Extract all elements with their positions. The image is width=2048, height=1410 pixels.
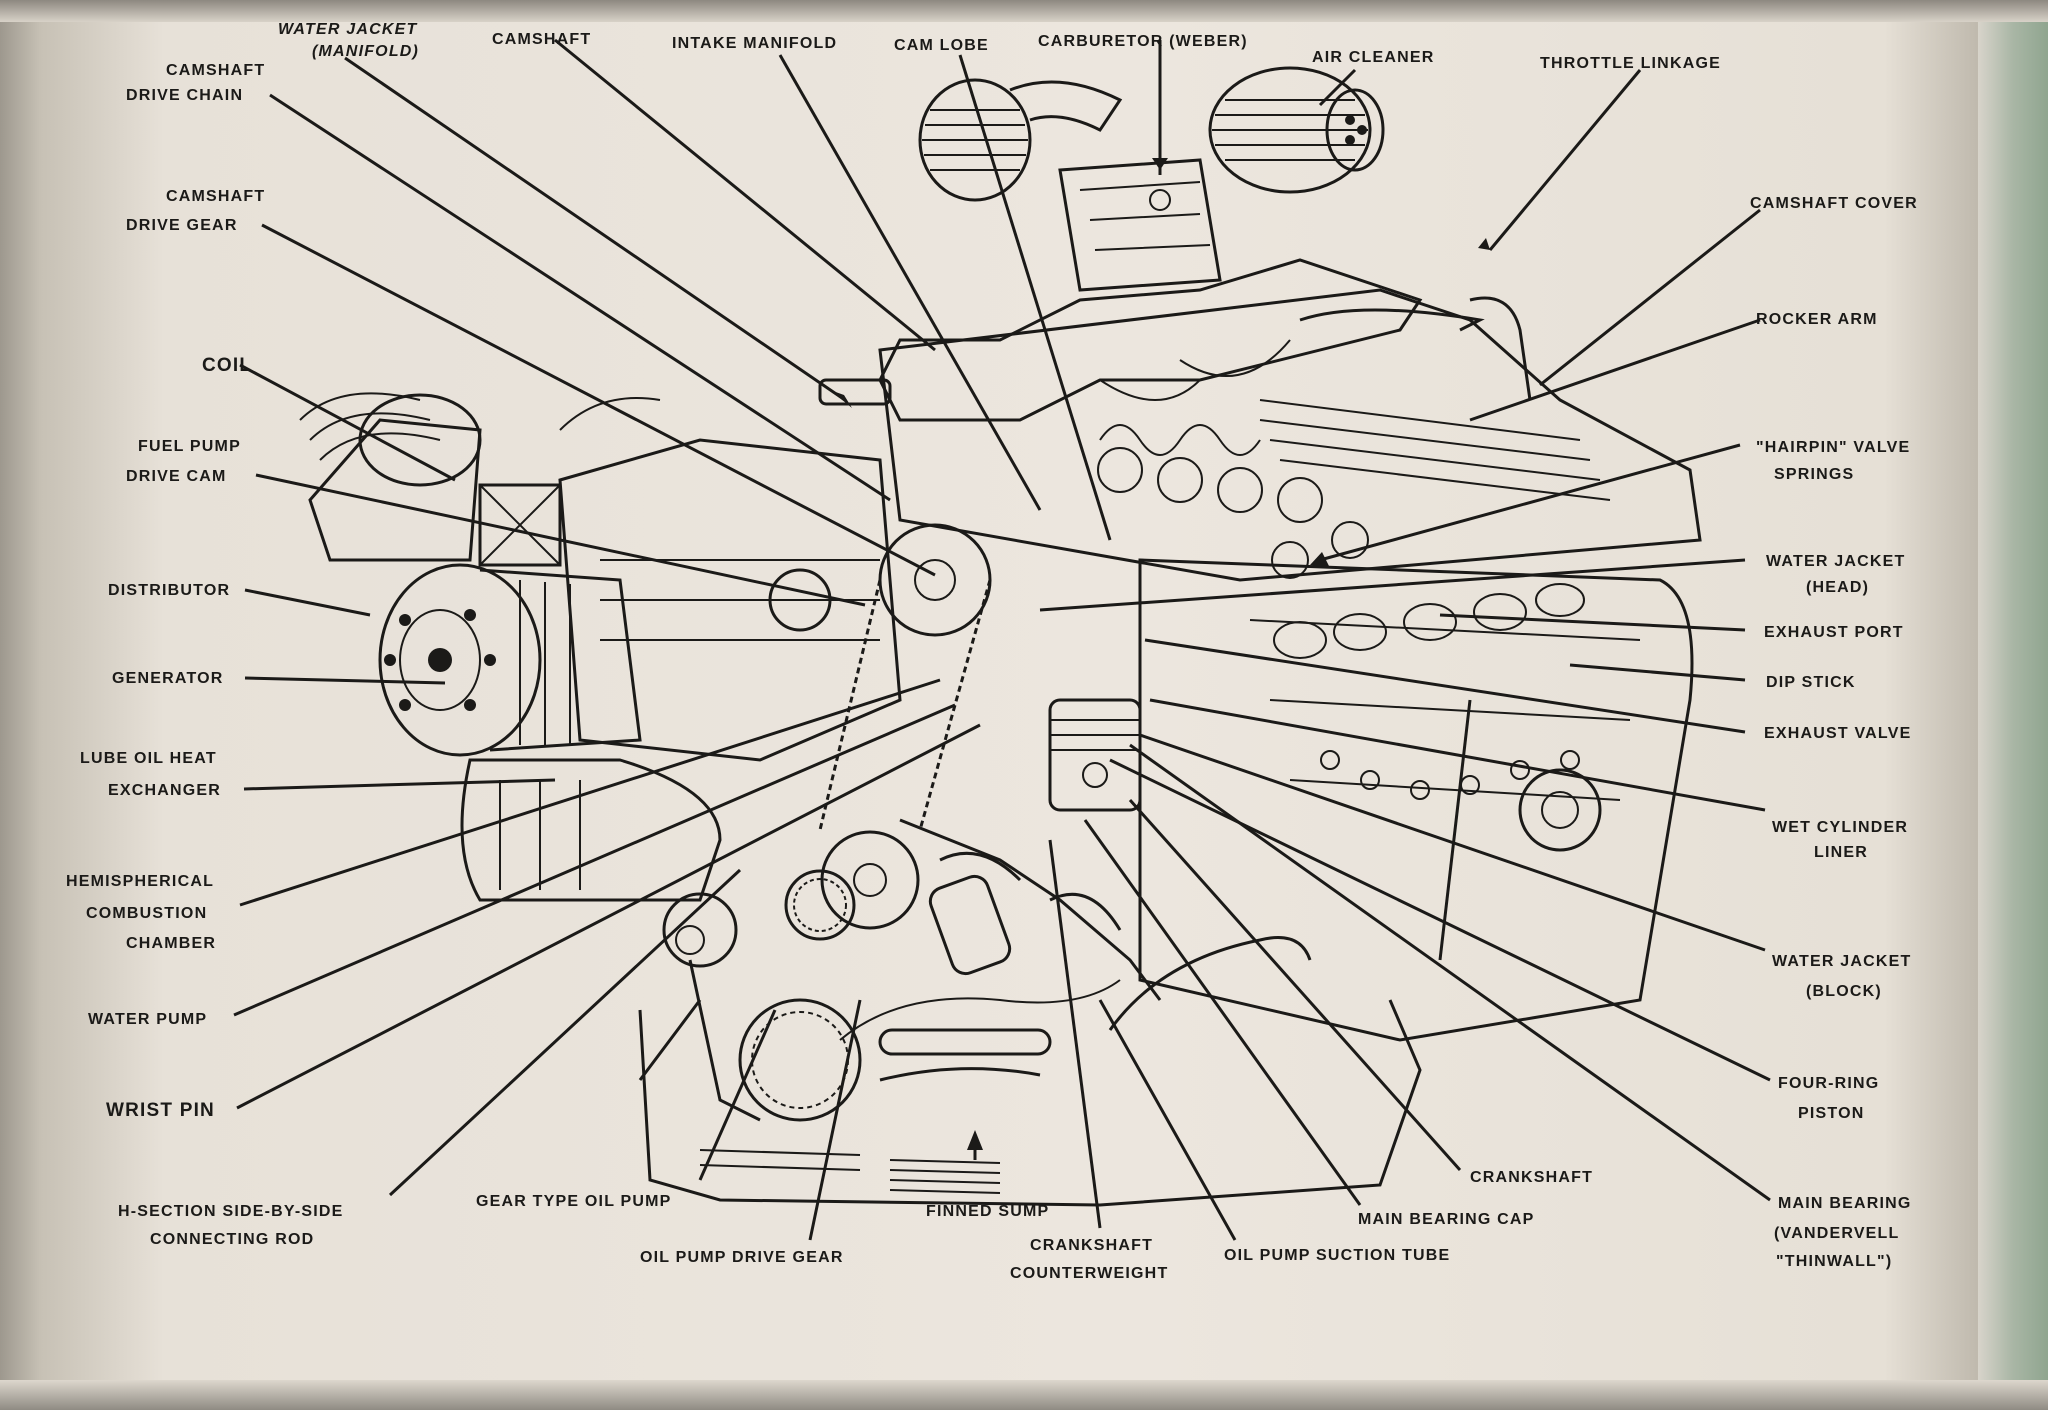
label-hairpin-1: "HAIRPIN" VALVE bbox=[1756, 439, 1910, 456]
sump-fins bbox=[699, 1149, 1001, 1194]
label-oil-pump-drive-gear: OIL PUMP DRIVE GEAR bbox=[640, 1249, 844, 1266]
heat-exchanger bbox=[460, 758, 722, 902]
label-crankshaft-counterweight-1: CRANKSHAFT bbox=[1030, 1237, 1153, 1254]
label-main-bearing-cap: MAIN BEARING CAP bbox=[1358, 1211, 1535, 1228]
label-finned-sump: FINNED SUMP bbox=[926, 1203, 1049, 1220]
label-wet-cylinder-liner-1: WET CYLINDER bbox=[1772, 819, 1908, 836]
label-intake-manifold: INTAKE MANIFOLD bbox=[672, 35, 837, 52]
label-lube-oil-2: EXCHANGER bbox=[108, 782, 221, 799]
label-camshaft-drive-chain-2: DRIVE CHAIN bbox=[126, 87, 243, 104]
label-water-jacket-manifold-1: WATER JACKET bbox=[278, 21, 417, 38]
block-studs bbox=[1320, 750, 1580, 800]
label-main-bearing-1: MAIN BEARING bbox=[1778, 1195, 1912, 1212]
timing-cover bbox=[558, 438, 902, 762]
label-h-section-1: H-SECTION SIDE-BY-SIDE bbox=[118, 1203, 344, 1220]
cylinder-block bbox=[1138, 558, 1694, 1042]
label-four-ring-piston-2: PISTON bbox=[1798, 1105, 1864, 1122]
finned-sump-outline bbox=[638, 999, 1422, 1207]
air-cleaner-left bbox=[918, 78, 1123, 202]
label-four-ring-piston-1: FOUR-RING bbox=[1778, 1075, 1879, 1092]
valve-gear bbox=[1097, 424, 1369, 579]
label-distributor: DISTRIBUTOR bbox=[108, 582, 230, 599]
piston bbox=[1048, 698, 1142, 812]
label-h-section-2: CONNECTING ROD bbox=[150, 1231, 314, 1248]
label-rocker-arm: ROCKER ARM bbox=[1756, 311, 1878, 328]
label-fuel-pump-drive-cam-1: FUEL PUMP bbox=[138, 438, 241, 455]
label-dip-stick: DIP STICK bbox=[1766, 674, 1856, 691]
label-generator: GENERATOR bbox=[112, 670, 224, 687]
distributor bbox=[299, 392, 661, 567]
label-water-jacket-block-2: (BLOCK) bbox=[1806, 983, 1882, 1000]
label-wet-cylinder-liner-2: LINER bbox=[1814, 844, 1868, 861]
label-gear-type-oil-pump: GEAR TYPE OIL PUMP bbox=[476, 1193, 672, 1210]
label-camshaft: CAMSHAFT bbox=[492, 31, 591, 48]
label-oil-pump-suction-tube: OIL PUMP SUCTION TUBE bbox=[1224, 1247, 1450, 1264]
air-cleaner-right bbox=[1208, 66, 1385, 194]
leader-lines bbox=[233, 38, 1771, 1241]
label-hairpin-2: SPRINGS bbox=[1774, 466, 1854, 483]
crankshaft bbox=[899, 818, 1162, 1001]
label-camshaft-drive-gear-1: CAMSHAFT bbox=[166, 188, 265, 205]
label-main-bearing-2: (VANDERVELL bbox=[1774, 1225, 1900, 1242]
label-camshaft-drive-chain-1: CAMSHAFT bbox=[166, 62, 265, 79]
engine-illustration bbox=[299, 66, 1702, 1207]
label-crankshaft: CRANKSHAFT bbox=[1470, 1169, 1593, 1186]
label-lube-oil-1: LUBE OIL HEAT bbox=[80, 750, 217, 767]
label-hemispherical-3: CHAMBER bbox=[126, 935, 216, 952]
page-edge-right bbox=[1978, 0, 2048, 1410]
label-camshaft-cover: CAMSHAFT COVER bbox=[1750, 195, 1918, 212]
arrowheads bbox=[830, 158, 1490, 1150]
label-water-pump: WATER PUMP bbox=[88, 1011, 207, 1028]
cylinder-head bbox=[878, 288, 1702, 582]
timing-chain bbox=[818, 523, 992, 930]
label-air-cleaner: AIR CLEANER bbox=[1312, 49, 1435, 66]
label-water-jacket-manifold-2: (MANIFOLD) bbox=[312, 43, 419, 60]
generator bbox=[378, 563, 642, 757]
label-coil: COIL bbox=[202, 355, 252, 376]
label-crankshaft-counterweight-2: COUNTERWEIGHT bbox=[1010, 1265, 1168, 1282]
label-fuel-pump-drive-cam-2: DRIVE CAM bbox=[126, 468, 227, 485]
exhaust-ports bbox=[1273, 583, 1585, 659]
label-carburetor: CARBURETOR (WEBER) bbox=[1038, 33, 1248, 50]
label-cam-lobe: CAM LOBE bbox=[894, 37, 989, 54]
label-water-jacket-head-1: WATER JACKET bbox=[1766, 553, 1905, 570]
carburetor bbox=[1058, 158, 1222, 292]
label-water-jacket-head-2: (HEAD) bbox=[1806, 579, 1869, 596]
label-exhaust-port: EXHAUST PORT bbox=[1764, 624, 1904, 641]
label-hemispherical-2: COMBUSTION bbox=[86, 905, 207, 922]
label-water-jacket-block-1: WATER JACKET bbox=[1772, 953, 1911, 970]
label-wrist-pin: WRIST PIN bbox=[106, 1100, 215, 1121]
callout-labels: WATER JACKET (MANIFOLD) CAMSHAFT INTAKE … bbox=[66, 21, 1918, 1282]
label-camshaft-drive-gear-2: DRIVE GEAR bbox=[126, 217, 238, 234]
coil bbox=[358, 393, 482, 487]
label-main-bearing-3: "THINWALL") bbox=[1776, 1253, 1892, 1270]
label-throttle-linkage: THROTTLE LINKAGE bbox=[1540, 55, 1721, 72]
intake-manifold bbox=[878, 258, 1423, 422]
page-edge-top bbox=[0, 0, 2048, 22]
page-edge-bottom bbox=[0, 1380, 2048, 1410]
label-hemispherical-1: HEMISPHERICAL bbox=[66, 873, 214, 890]
cover-ribs bbox=[1259, 399, 1611, 501]
label-exhaust-valve: EXHAUST VALVE bbox=[1764, 725, 1911, 742]
